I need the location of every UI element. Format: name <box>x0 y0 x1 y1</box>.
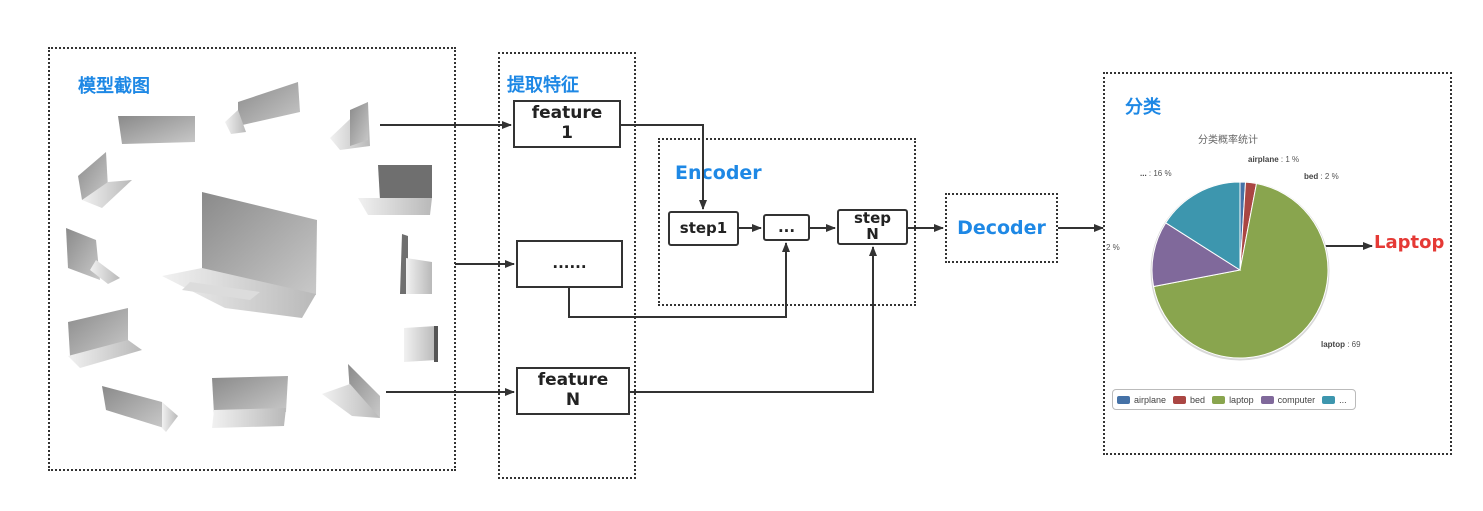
feature-n-line1: feature <box>537 370 609 391</box>
legend-item-computer: computer <box>1260 395 1315 405</box>
feature-ellipsis-text: ...... <box>552 254 587 273</box>
legend-item-airplane: airplane <box>1117 395 1166 405</box>
legend-swatch <box>1173 395 1187 404</box>
chart-legend: airplane bed laptop computer ... <box>1112 389 1356 410</box>
laptop-thumb <box>102 386 178 432</box>
step1-box: step1 <box>668 211 739 246</box>
decoder-label: Decoder <box>957 217 1046 239</box>
pie-chart <box>1150 181 1330 361</box>
slice-label-laptop: laptop : 69 <box>1321 340 1361 349</box>
laptop-thumb <box>358 165 432 215</box>
model-screenshots <box>66 82 438 432</box>
laptop-thumb <box>404 326 438 362</box>
decoder-box: Decoder <box>945 193 1058 263</box>
arrow-feature-ellipsis-to-step <box>568 242 790 318</box>
classify-title: 分类 <box>1125 97 1161 118</box>
feature-n-line2: N <box>565 390 581 410</box>
feature-1-line2: 1 <box>561 123 573 143</box>
legend-item-other: ... <box>1322 395 1347 405</box>
arrow-feature1-to-step1 <box>621 124 707 210</box>
legend-swatch <box>1322 395 1336 404</box>
stepn-line1: step <box>853 209 891 228</box>
laptop-thumb <box>78 152 132 208</box>
encoder-title: Encoder <box>675 162 762 184</box>
legend-swatch <box>1117 395 1130 404</box>
laptop-thumb <box>118 116 195 144</box>
output-label: Laptop <box>1374 232 1445 253</box>
laptop-thumb <box>212 376 288 428</box>
legend-item-laptop: laptop <box>1212 395 1254 405</box>
legend-swatch <box>1212 395 1226 404</box>
slice-label-computer: 2 % <box>1106 243 1120 252</box>
chart-title: 分类概率统计 <box>1198 135 1258 146</box>
features-title: 提取特征 <box>507 75 579 96</box>
pie-slice-laptop <box>1152 182 1329 359</box>
screenshots-panel <box>48 47 456 471</box>
legend-swatch <box>1260 395 1274 404</box>
legend-item-bed: bed <box>1173 395 1205 405</box>
feature-n-box: feature N <box>516 367 630 415</box>
laptop-thumb <box>322 364 380 418</box>
stepn-line2: N <box>866 225 879 243</box>
pie-slice-computer <box>1151 222 1242 288</box>
pie-slice-other <box>1165 181 1241 271</box>
screenshots-title: 模型截图 <box>78 76 150 97</box>
laptop-thumb <box>68 308 142 368</box>
arrow-featuren-to-stepn <box>630 246 877 393</box>
slice-label-bed: bed : 2 % <box>1304 172 1339 181</box>
laptop-thumb <box>400 234 432 294</box>
feature-1-box: feature 1 <box>513 100 621 148</box>
laptop-thumb <box>225 82 300 134</box>
step-ellipsis-label: ... <box>777 217 796 236</box>
step-ellipsis-box: ... <box>763 214 810 241</box>
stepn-box: step N <box>837 209 908 245</box>
classify-panel <box>1103 72 1452 455</box>
features-panel <box>498 52 636 479</box>
step1-label: step1 <box>679 218 728 237</box>
feature-1-line1: feature <box>531 103 603 124</box>
feature-ellipsis-box: ...... <box>516 240 623 288</box>
slice-label-airplane: airplane : 1 % <box>1248 155 1300 164</box>
laptop-thumb <box>66 228 120 284</box>
laptop-thumb <box>330 102 370 150</box>
laptop-main <box>162 192 317 318</box>
slice-label-other: ... : 16 % <box>1140 169 1172 178</box>
